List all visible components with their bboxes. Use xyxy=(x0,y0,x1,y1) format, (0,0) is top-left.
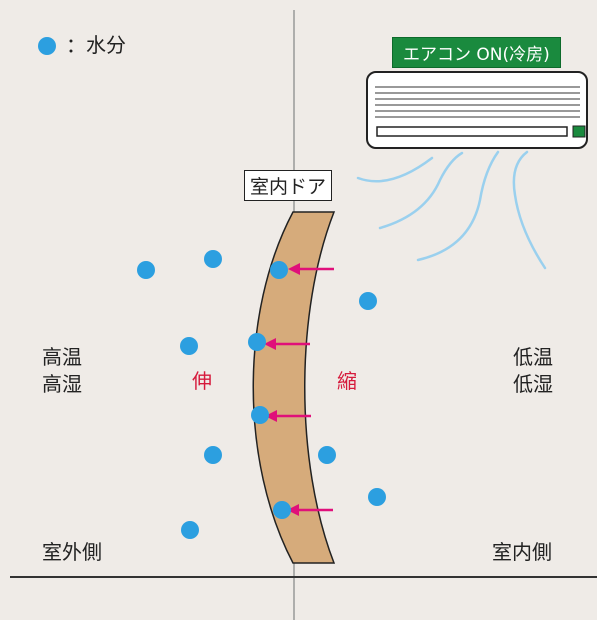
arrow-head xyxy=(288,263,300,275)
moisture-dots xyxy=(137,250,386,539)
force-arrows xyxy=(264,263,334,516)
airflow-line xyxy=(356,156,434,183)
moisture-dot xyxy=(318,446,336,464)
air-conditioner-icon xyxy=(366,71,588,149)
moisture-dot xyxy=(270,261,288,279)
moisture-dot xyxy=(248,333,266,351)
arrow-head xyxy=(287,504,299,516)
moisture-dot xyxy=(180,337,198,355)
door-shape xyxy=(252,211,336,564)
outdoor-side-label: 室外側 xyxy=(42,540,102,564)
moisture-dot xyxy=(204,250,222,268)
airflow-line xyxy=(416,150,500,262)
arrow-head xyxy=(264,338,276,350)
moisture-dot xyxy=(251,406,269,424)
moisture-dot xyxy=(137,261,155,279)
moisture-dot xyxy=(368,488,386,506)
door-label: 室内ドア xyxy=(244,170,333,201)
moisture-dot xyxy=(204,446,222,464)
expand-label: 伸 xyxy=(192,369,212,393)
moisture-legend-icon xyxy=(38,36,56,55)
airflow-lines xyxy=(356,150,547,270)
arrow-head xyxy=(265,410,277,422)
left-humidity-label: 高湿 xyxy=(42,372,82,396)
legend-label: ：水分 xyxy=(66,33,126,57)
aircon-label: エアコン ON(冷房) xyxy=(392,37,561,68)
right-temp-label: 低温 xyxy=(513,345,553,369)
moisture-dot xyxy=(273,501,291,519)
moisture-dot xyxy=(359,292,377,310)
right-humidity-label: 低湿 xyxy=(513,372,553,396)
shrink-label: 縮 xyxy=(337,369,357,393)
moisture-dot xyxy=(181,521,199,539)
airflow-line xyxy=(512,150,547,270)
left-temp-label: 高温 xyxy=(42,345,82,369)
airflow-line xyxy=(378,151,464,230)
legend: ：水分 xyxy=(38,33,126,58)
indoor-side-label: 室内側 xyxy=(492,540,552,564)
